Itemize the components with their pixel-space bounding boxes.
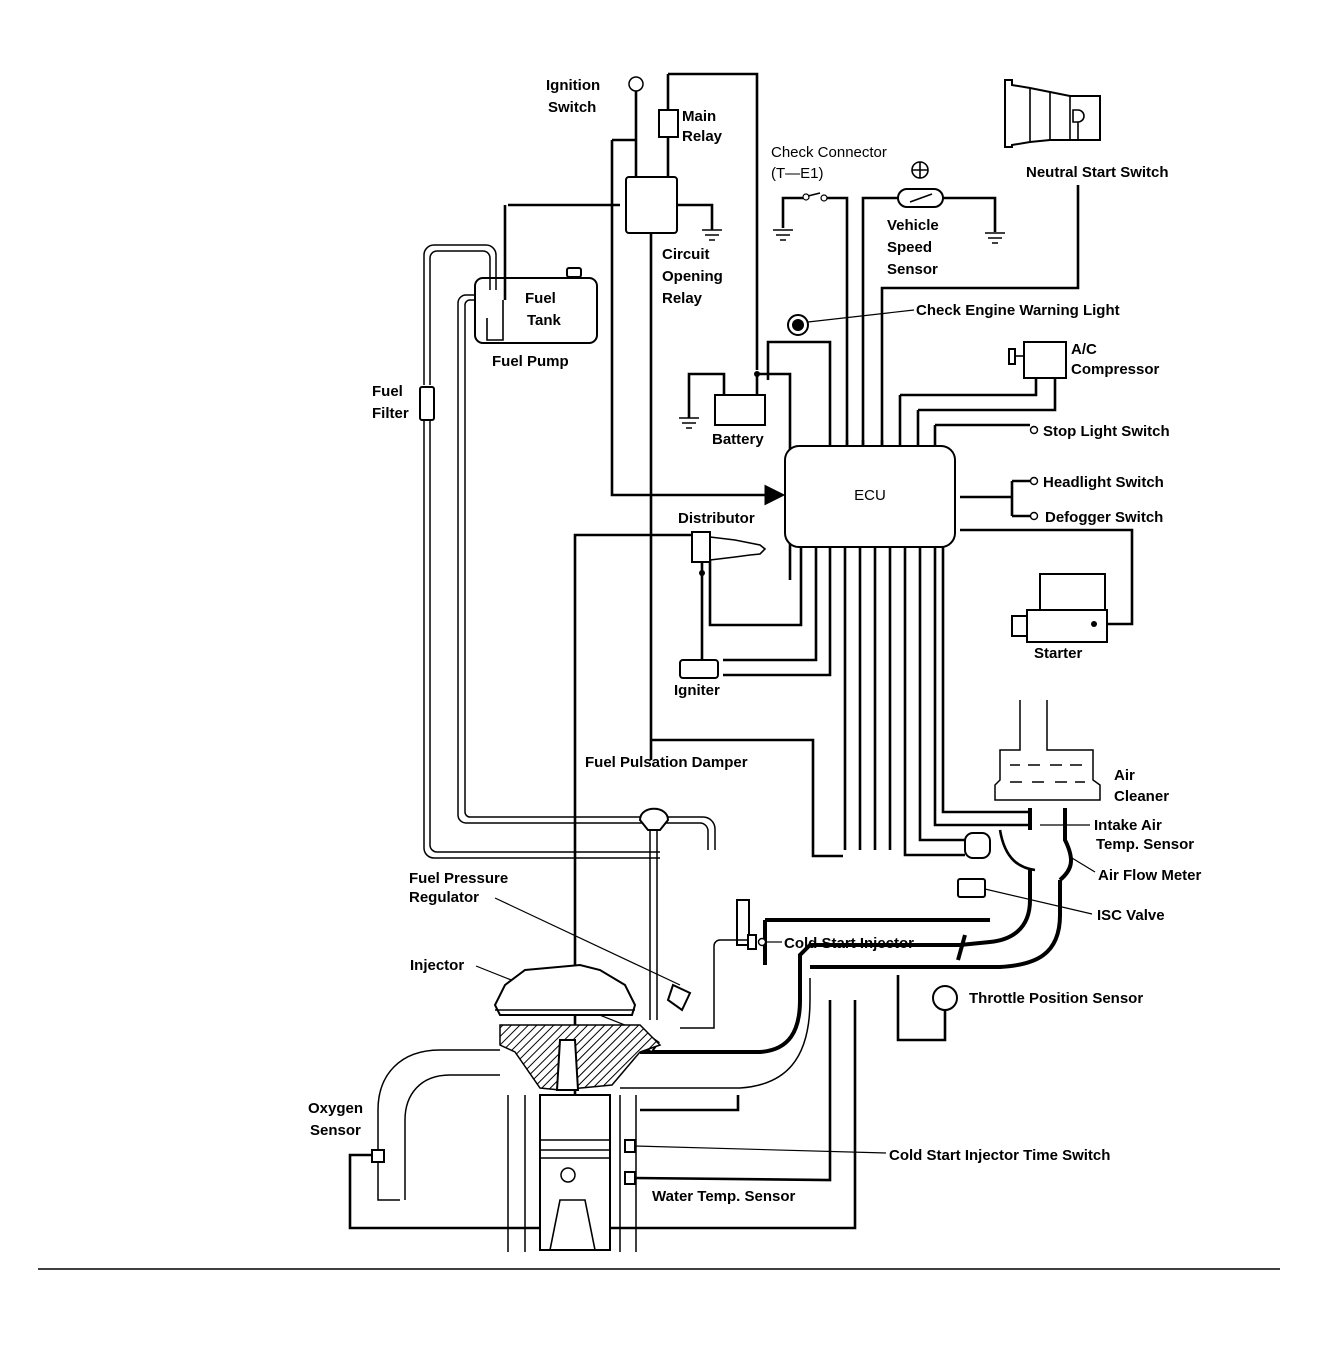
isc-valve: ISC Valve: [957, 878, 1165, 924]
fuel-pulsation-damper: Fuel Pulsation Damper: [585, 754, 748, 1020]
cold-start-injector: Cold Start Injector: [680, 899, 914, 1029]
neutral-start-switch-label: Neutral Start Switch: [1026, 164, 1169, 181]
air-cleaner-label-2: Cleaner: [1114, 788, 1169, 805]
check-engine-warning-light-label: Check Engine Warning Light: [916, 302, 1120, 319]
throttle-body: [493, 963, 637, 1016]
fuel-tank-label-1: Fuel: [525, 290, 556, 307]
circuit-opening-relay-label-3: Relay: [662, 290, 703, 307]
fuel-filter-label-2: Filter: [372, 405, 409, 422]
ac-compressor: A/C Compressor: [900, 341, 1160, 412]
injector-label: Injector: [410, 957, 464, 974]
wire-ecu-to-tps: [651, 738, 843, 858]
intake-air-temp-sensor-label-1: Intake Air: [1094, 817, 1162, 834]
main-relay-label-1: Main: [682, 108, 716, 125]
ignition-switch-label-2: Switch: [548, 99, 596, 116]
throttle-position-sensor-label: Throttle Position Sensor: [969, 990, 1143, 1007]
check-connector-label-2: (T—E1): [771, 165, 824, 182]
igniter: Igniter: [674, 659, 720, 699]
fuel-pressure-regulator-label-1: Fuel Pressure: [409, 870, 508, 887]
fuel-pump-label: Fuel Pump: [492, 353, 569, 370]
ac-compressor-label-2: Compressor: [1071, 361, 1160, 378]
ecu-label: ECU: [854, 487, 886, 504]
main-relay-label-2: Relay: [682, 128, 723, 145]
oxygen-sensor-label-2: Sensor: [310, 1122, 361, 1139]
fuel-pulsation-damper-label: Fuel Pulsation Damper: [585, 754, 748, 771]
starter-label: Starter: [1034, 645, 1083, 662]
distributor-label: Distributor: [678, 510, 755, 527]
check-connector: Check Connector (T—E1): [771, 144, 887, 445]
neutral-start-switch: Neutral Start Switch: [880, 79, 1169, 445]
circuit-opening-relay-label-1: Circuit: [662, 246, 710, 263]
check-connector-label-1: Check Connector: [771, 144, 887, 161]
vehicle-speed-sensor-label-2: Speed: [887, 239, 932, 256]
defogger-switch-label: Defogger Switch: [1045, 509, 1163, 526]
fuel-pressure-regulator-label-2: Regulator: [409, 889, 479, 906]
distributor: Distributor: [573, 510, 767, 1230]
intake-manifold: [620, 870, 1062, 1089]
ecu: ECU: [708, 395, 1030, 857]
fuel-lines: Fuel Filter: [372, 244, 716, 859]
air-flow-meter: Intake Air Temp. Sensor Air Flow Meter: [964, 808, 1202, 884]
main-relay: Main Relay: [658, 72, 759, 370]
vehicle-speed-sensor-label-1: Vehicle: [887, 217, 939, 234]
check-engine-warning-light: Check Engine Warning Light: [766, 302, 1120, 445]
throttle-position-sensor: Throttle Position Sensor: [896, 975, 1143, 1042]
cold-start-injector-label: Cold Start Injector: [784, 935, 914, 952]
isc-valve-label: ISC Valve: [1097, 907, 1165, 924]
headlight-switch-label: Headlight Switch: [1043, 474, 1164, 491]
battery-label: Battery: [712, 431, 764, 448]
air-flow-meter-label: Air Flow Meter: [1098, 867, 1202, 884]
ignition-switch-label-1: Ignition: [546, 77, 600, 94]
switch-inputs: Stop Light Switch Headlight Switch Defog…: [935, 423, 1170, 526]
circuit-opening-relay: Circuit Opening Relay: [508, 138, 786, 760]
vehicle-speed-sensor-label-3: Sensor: [887, 261, 938, 278]
intake-air-temp-sensor-label-2: Temp. Sensor: [1096, 836, 1194, 853]
cold-start-injector-time-switch-label: Cold Start Injector Time Switch: [889, 1147, 1110, 1164]
fuel-pressure-regulator: Fuel Pressure Regulator: [409, 870, 692, 1012]
stop-light-switch-label: Stop Light Switch: [1043, 423, 1170, 440]
starter: Starter: [960, 528, 1134, 662]
igniter-label: Igniter: [674, 682, 720, 699]
circuit-opening-relay-label-2: Opening: [662, 268, 723, 285]
engine-cylinder: [348, 1000, 887, 1252]
vehicle-speed-sensor: Vehicle Speed Sensor: [861, 161, 1005, 445]
ac-compressor-label-1: A/C: [1071, 341, 1097, 358]
fuel-tank-label-2: Tank: [527, 312, 562, 329]
air-cleaner: Air Cleaner: [994, 700, 1169, 805]
fuel-tank: Fuel Tank Fuel Pump: [474, 205, 598, 370]
fuel-filter-label-1: Fuel: [372, 383, 403, 400]
air-cleaner-label-1: Air: [1114, 767, 1135, 784]
oxygen-sensor-label-1: Oxygen: [308, 1100, 363, 1117]
ignition-switch: Ignition Switch: [546, 76, 644, 180]
water-temp-sensor-label: Water Temp. Sensor: [652, 1188, 796, 1205]
